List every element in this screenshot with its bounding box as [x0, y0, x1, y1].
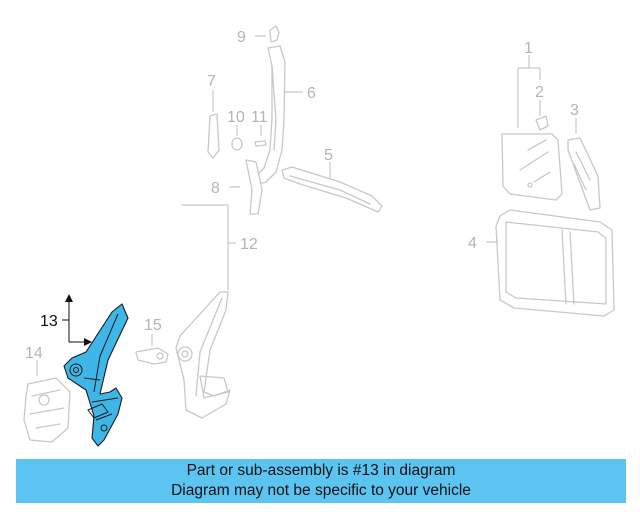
callout-15: 15 [144, 317, 162, 334]
part-5-scuff-plate: 5 [281, 147, 383, 213]
part-2-latch: 2 [535, 84, 549, 131]
callout-1: 1 [524, 40, 533, 57]
callout-12: 12 [240, 236, 258, 253]
part-1-glass-assembly: 1 [517, 40, 541, 128]
part-13-leader: 13 [40, 294, 92, 346]
banner-line-2: Diagram may not be specific to your vehi… [171, 482, 471, 499]
callout-4: 4 [468, 235, 477, 252]
part-12-regulator: 12 [175, 204, 258, 419]
callout-10: 10 [227, 109, 245, 126]
callout-14: 14 [25, 345, 43, 362]
part-10-fastener: 10 [227, 109, 245, 151]
callout-8: 8 [211, 180, 220, 197]
info-banner: Part or sub-assembly is #13 in diagram D… [16, 459, 626, 503]
part-1-glass-panel [501, 133, 563, 201]
part-8-trim: 8 [211, 159, 263, 215]
part-14-motor: 14 [23, 345, 71, 443]
part-15-crank-handle: 15 [135, 317, 169, 365]
part-7-trim-strip: 7 [207, 73, 220, 159]
callout-5: 5 [324, 147, 333, 164]
callout-9: 9 [237, 29, 246, 46]
part-4-window-frame: 4 [468, 209, 615, 317]
part-13-highlighted-regulator[interactable] [63, 303, 129, 447]
callout-6: 6 [307, 85, 316, 102]
callout-13: 13 [40, 313, 58, 330]
callout-11: 11 [251, 109, 268, 126]
part-9-clip: 9 [237, 25, 280, 46]
part-6-pillar-trim: 6 [255, 45, 316, 185]
part-11-screw: 11 [251, 109, 268, 147]
callout-2: 2 [535, 84, 544, 101]
part-3-rear-glass: 3 [567, 102, 601, 211]
callout-7: 7 [207, 73, 216, 90]
banner-line-1: Part or sub-assembly is #13 in diagram [186, 462, 456, 479]
callout-3: 3 [570, 102, 579, 119]
